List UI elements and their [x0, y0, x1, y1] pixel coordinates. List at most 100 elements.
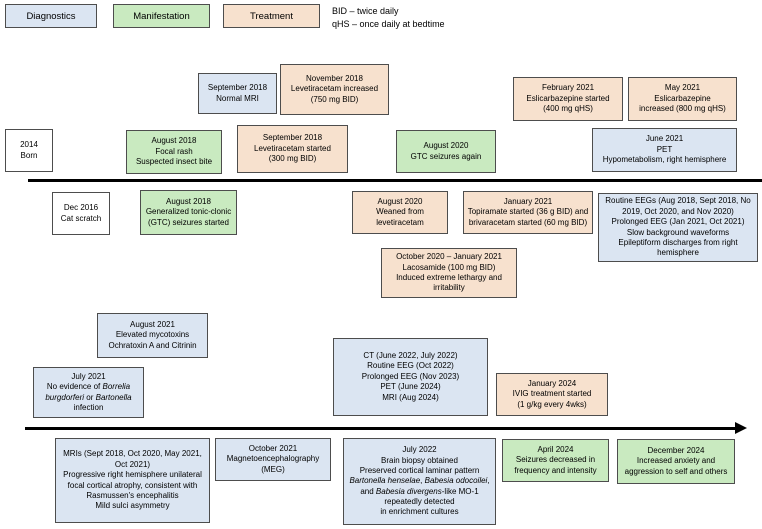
timeline-box-text: September 2018 — [262, 133, 323, 143]
timeline-box-text: August 2018 — [166, 196, 211, 206]
timeline-box-text: (1 g/kg every 4wks) — [517, 399, 587, 409]
timeline-box-text: Mild sulci asymmetry — [95, 501, 170, 511]
timeline-box-text: September 2018 — [207, 83, 268, 93]
timeline-box-text: aggression to self and others — [624, 466, 728, 476]
timeline-box-text: Dec 2016 — [63, 203, 99, 213]
legend-treatment-swatch: Treatment — [223, 4, 320, 28]
timeline-box-text: Levetiracetam started — [254, 143, 331, 153]
timeline-box-text: Born — [20, 150, 38, 160]
box-routine-eegs: Routine EEGs (Aug 2018, Sept 2018, No 20… — [598, 193, 758, 262]
timeline-lower — [25, 422, 747, 435]
legend-diagnostics-label: Diagnostics — [26, 10, 76, 22]
timeline-box-text: August 2021 — [130, 319, 175, 329]
timeline-box-text: Levetiracetam increased — [290, 84, 379, 94]
abbreviation-qhs: qHS – once daily at bedtime — [332, 19, 445, 30]
timeline-box-text: Slow background waveforms — [626, 227, 730, 237]
timeline-box-text: Eslicarbazepine — [654, 93, 711, 103]
timeline-box-text: January 2024 — [527, 378, 577, 388]
timeline-box-text: February 2021 — [541, 83, 595, 93]
timeline-box-text: in enrichment cultures — [380, 507, 459, 517]
timeline-box-text: Ochratoxin A and Citrinin — [108, 340, 197, 350]
box-mris-cortical-atrophy: MRIs (Sept 2018, Oct 2020, May 2021, Oct… — [55, 438, 210, 523]
timeline-box-text: December 2024 — [647, 445, 705, 455]
timeline-box-text: August 2020 — [423, 141, 469, 151]
timeline-box-text: and Babesia divergens-like MO-1 — [360, 486, 479, 496]
legend-diagnostics-swatch: Diagnostics — [5, 4, 97, 28]
timeline-box-text: (GTC) seizures started — [148, 217, 229, 227]
timeline-box-text: IVIG treatment started — [512, 389, 592, 399]
timeline-box-text: August 2018 — [151, 136, 197, 146]
legend-manifestation-swatch: Manifestation — [113, 4, 210, 28]
timeline-box-text: Induced extreme lethargy and irritabilit… — [396, 273, 502, 293]
arrowhead-icon — [735, 422, 747, 435]
timeline-box-text: (300 mg BID) — [268, 154, 317, 164]
timeline-box-text: Epileptiform discharges from right hemis… — [618, 237, 738, 258]
timeline-box-text: Topiramate started (36 g BID) and brivar… — [467, 207, 589, 227]
timeline-box-text: November 2018 — [306, 73, 363, 83]
timeline-box-text: July 2021 — [71, 371, 106, 381]
timeline-box-text: Cat scratch — [60, 213, 102, 223]
abbreviation-key: BID – twice daily qHS – once daily at be… — [332, 5, 445, 31]
timeline-box-text: Weaned from — [376, 207, 424, 217]
timeline-box-text: (400 mg qHS) — [543, 104, 593, 114]
timeline-box-text: infection — [73, 402, 104, 412]
timeline-box-text: 2014 — [20, 140, 38, 150]
timeline-box-text: Lacosamide (100 mg BID) — [402, 262, 496, 272]
timeline-box-text: April 2024 — [537, 444, 574, 454]
timeline-box-text: Bartonella henselae, Babesia odocoilei, — [349, 476, 490, 486]
timeline-box-text: October 2021 — [248, 443, 298, 453]
timeline-box-text: frequency and intensity — [514, 465, 597, 475]
timeline-box-text: PET — [656, 144, 673, 154]
timeline-box-text: Hypometabolism, right hemisphere — [602, 155, 727, 165]
timeline-box-text: GTC seizures again — [410, 151, 482, 161]
timeline-box-text: Prolonged EEG (Nov 2023) — [361, 371, 460, 381]
timeline-box-text: burgdorferi or Bartonella — [45, 392, 132, 402]
timeline-box-text: CT (June 2022, July 2022) — [363, 351, 458, 361]
timeline-box-text: May 2021 — [664, 83, 701, 93]
legend-manifestation-label: Manifestation — [133, 10, 190, 22]
timeline-box-text: June 2021 — [645, 134, 684, 144]
timeline-box-text: Normal MRI — [216, 93, 259, 103]
timeline-box-text: Increased anxiety and — [636, 456, 716, 466]
timeline-box-text: No evidence of Borrelia — [46, 382, 131, 392]
timeline-box-text: Seizures decreased in — [515, 455, 596, 465]
timeline-box-text: Routine EEGs (Aug 2018, Sept 2018, No 20… — [605, 196, 751, 216]
timeline-box-text: Magnetoencephalography — [226, 454, 320, 464]
timeline-box-text: Prolonged EEG (Jan 2021, Oct 2021) — [611, 217, 745, 227]
timeline-box-text: January 2021 — [503, 196, 553, 206]
timeline-box-text: MRIs (Sept 2018, Oct 2020, May 2021, Oct… — [63, 449, 202, 469]
timeline-box-text: MRI (Aug 2024) — [382, 392, 439, 402]
timeline-box-text: Progressive right hemisphere unilateral … — [63, 470, 202, 500]
timeline-box-text: Preserved cortical laminar pattern — [359, 465, 480, 475]
abbreviation-bid: BID – twice daily — [332, 6, 399, 16]
timeline-box-text: increased (800 mg qHS) — [639, 104, 726, 114]
timeline-box-text: July 2022 — [402, 445, 437, 455]
timeline-box-text: October 2020 – January 2021 — [396, 252, 502, 262]
timeline-box-text: Routine EEG (Oct 2022) — [367, 361, 454, 371]
timeline-box-text: levetiracetam — [376, 217, 424, 227]
timeline-box-text: repeatedly detected — [384, 497, 455, 507]
timeline-box-text: Elevated mycotoxins — [115, 330, 190, 340]
timeline-box-text: (MEG) — [261, 464, 285, 474]
box-imaging-ct-eeg-pet-mri: CT (June 2022, July 2022)Routine EEG (Oc… — [333, 338, 488, 416]
timeline-box-text: (750 mg BID) — [310, 94, 359, 104]
